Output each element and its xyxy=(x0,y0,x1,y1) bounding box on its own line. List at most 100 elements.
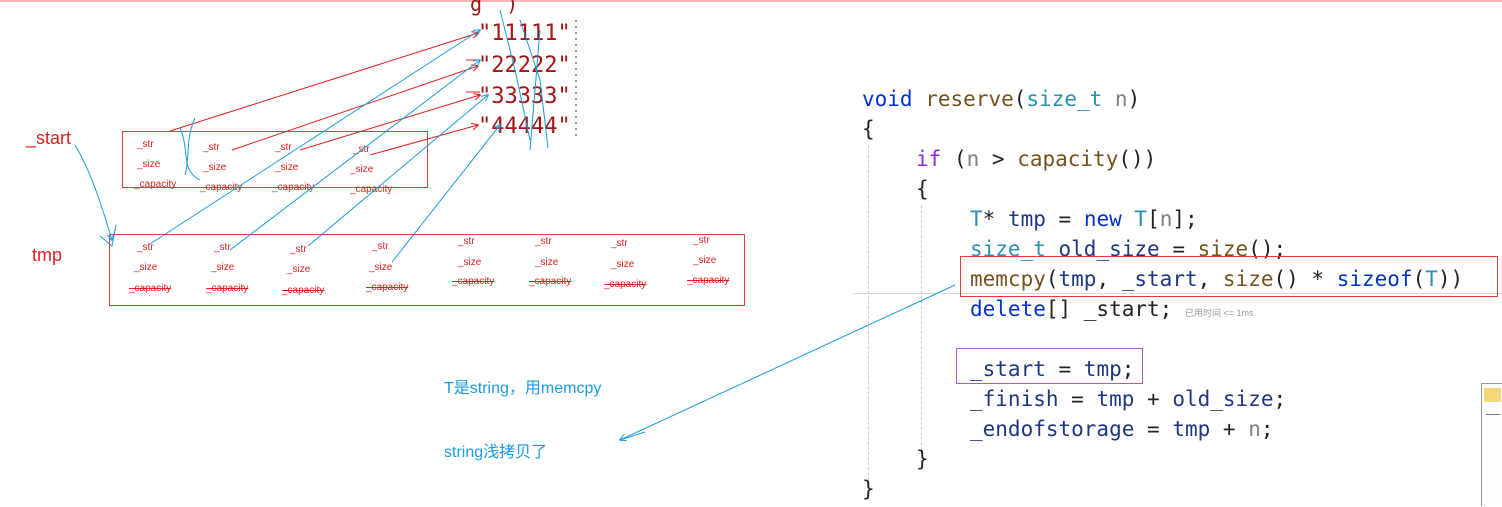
bracket-close: ]; xyxy=(1172,207,1198,231)
tmp-cell-3-str: _str xyxy=(290,244,307,255)
fn-reserve: reserve xyxy=(925,87,1014,111)
arrow-memcpy-to-note xyxy=(620,284,956,440)
arrow-tmp-3 xyxy=(307,95,488,247)
tmp-cell-3-capacity: _capacity xyxy=(282,285,325,296)
code-line-1: void reserve(size_t n) xyxy=(862,84,1140,114)
op-eq-4: = xyxy=(1058,387,1097,411)
tmp-pointer-mark xyxy=(99,224,117,247)
tmp-cell-1-str: _str xyxy=(137,242,154,253)
start-cell-1-capacity: _capacity xyxy=(134,179,177,190)
tmp-array-box xyxy=(109,234,745,306)
tmp-cell-8-size: _size xyxy=(693,255,717,266)
type-T-3: T xyxy=(1425,267,1438,291)
arrow-tmp-1 xyxy=(149,30,480,245)
bracket-open: [ xyxy=(1147,207,1160,231)
type-T-2: T xyxy=(1134,207,1148,231)
tmp-cell-1-size: _size xyxy=(134,262,158,273)
type-size_t: size_t xyxy=(1026,87,1103,111)
elapsed-time-hint: 已用时间 <= 1ms xyxy=(1184,308,1254,318)
clipped-code-fragment: g ) xyxy=(470,0,519,16)
fn-size-2: size xyxy=(1222,267,1274,291)
kw-void: void xyxy=(862,87,913,111)
start-cell-1-str: _str xyxy=(137,139,154,150)
label-start: _start xyxy=(26,128,72,148)
op-plus: + xyxy=(1134,387,1173,411)
arrow-start-4 xyxy=(369,125,478,156)
paren-open: ( xyxy=(1013,87,1027,111)
comma-1: , xyxy=(1096,267,1122,291)
tmp-cell-7-size: _size xyxy=(611,259,635,270)
var-old_size: old_size xyxy=(1058,237,1160,261)
op-eq-2: = xyxy=(1159,237,1198,261)
var-tmp: tmp xyxy=(1007,207,1046,231)
op-eq: = xyxy=(1045,207,1084,231)
start-cell-2-size: _size xyxy=(203,162,227,173)
tmp-cell-2-size: _size xyxy=(211,262,235,273)
op-gt: > xyxy=(979,147,1018,171)
semicolon: ; xyxy=(1121,357,1135,381)
var-n: n xyxy=(966,147,980,171)
start-cell-3-size: _size xyxy=(275,162,299,173)
paren-open-2: ( xyxy=(1045,267,1059,291)
op-plus-2: + xyxy=(1210,417,1249,441)
tmp-cell-8-capacity: _capacity xyxy=(687,275,730,286)
kw-new: new xyxy=(1083,207,1122,231)
code-line-8: delete[] _start; 已用时间 <= 1ms xyxy=(970,294,1253,328)
arrow-start-3 xyxy=(299,95,480,151)
tmp-cell-6-str: _str xyxy=(535,236,552,247)
cond-close: ()) xyxy=(1118,147,1157,171)
arrow-start-2 xyxy=(231,66,478,151)
var-n-3: n xyxy=(1248,417,1261,441)
call-tail: (); xyxy=(1248,237,1287,261)
tmp-cell-7-capacity: _capacity xyxy=(604,279,647,290)
start-cell-1-size: _size xyxy=(137,159,161,170)
tmp-cell-2-str: _str xyxy=(214,242,231,253)
param-n: n xyxy=(1114,87,1128,111)
type-T: T xyxy=(970,207,983,231)
code-line-10: _finish = tmp + old_size; xyxy=(970,384,1286,414)
start-cell-2-str: _str xyxy=(203,142,220,153)
delete-rest: [] _start; xyxy=(1045,297,1173,321)
arg-tmp: tmp xyxy=(1058,267,1097,291)
start-cell-4-str: _str xyxy=(353,144,370,155)
arrow-start-1 xyxy=(169,33,478,132)
fn-memcpy: memcpy xyxy=(970,267,1046,291)
var-tmp-3: tmp xyxy=(1172,417,1211,441)
cond-open: ( xyxy=(941,147,967,171)
code-line-7: memcpy(tmp, _start, size() * sizeof(T)) xyxy=(970,264,1463,294)
code-line-13: } xyxy=(862,477,875,501)
arg-start: _start xyxy=(1121,267,1198,291)
note-arrow-tail xyxy=(619,431,646,441)
arrow-tmp-4 xyxy=(391,125,500,263)
tmp-cell-4-size: _size xyxy=(369,262,393,273)
start-cell-4-capacity: _capacity xyxy=(350,184,393,195)
tmp-cell-6-capacity: _capacity xyxy=(529,276,572,287)
semicolon-3: ; xyxy=(1260,417,1274,441)
tmp-cell-5-str: _str xyxy=(458,236,475,247)
tmp-cell-1-capacity: _capacity xyxy=(129,283,172,294)
arrow-start-to-tmp xyxy=(74,144,112,240)
start-cell-3-str: _str xyxy=(275,142,292,153)
tmp-cell-3-size: _size xyxy=(287,264,311,275)
var-finish: _finish xyxy=(970,387,1059,411)
op-mul: () * xyxy=(1273,267,1337,291)
top-border-line xyxy=(0,0,1502,2)
code-line-9: _start = tmp; xyxy=(970,354,1134,384)
indent-guide-1 xyxy=(868,145,869,485)
code-line-6: size_t old_size = size(); xyxy=(970,234,1286,264)
scribble-1 xyxy=(179,117,201,181)
code-line-3: if (n > capacity()) xyxy=(916,144,1156,174)
note-shallow-copy: string浅拷贝了 xyxy=(444,444,548,461)
paren-close-2: )) xyxy=(1437,267,1464,291)
op-eq-5: = xyxy=(1134,417,1173,441)
code-line-11: _endofstorage = tmp + n; xyxy=(970,414,1274,444)
tmp-cell-6-size: _size xyxy=(535,257,559,268)
type-size_t-2: size_t xyxy=(970,237,1046,261)
tmp-cell-2-capacity: _capacity xyxy=(206,283,249,294)
kw-if: if xyxy=(916,147,942,171)
arrow-tmp-2 xyxy=(229,60,480,251)
assign-tmp: tmp xyxy=(1083,357,1122,381)
var-tmp-2: tmp xyxy=(1096,387,1135,411)
tmp-cell-8-str: _str xyxy=(693,235,710,246)
